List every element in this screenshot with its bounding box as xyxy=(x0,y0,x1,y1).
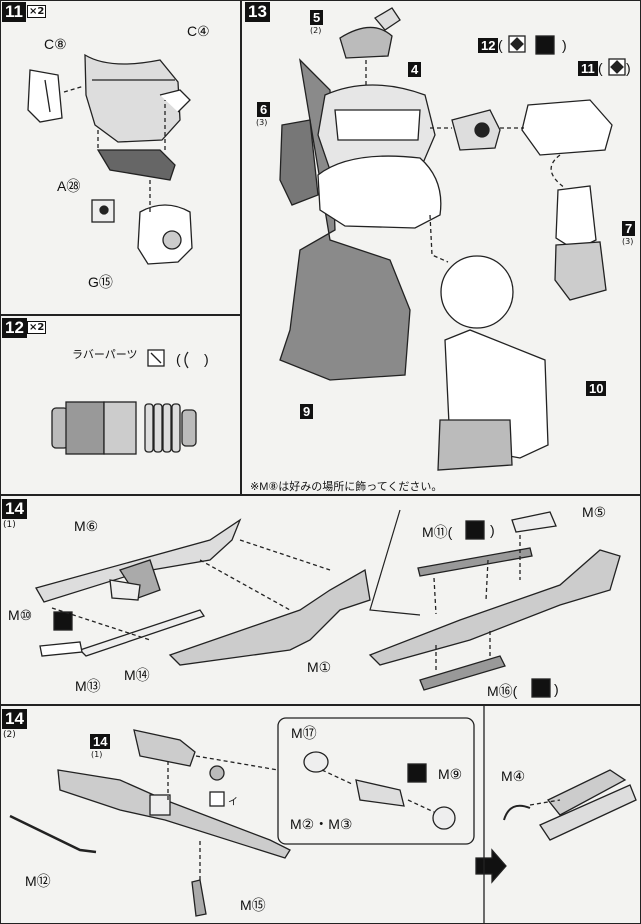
cable-m12 xyxy=(9,814,97,854)
step-12-multiplier: ×2 xyxy=(27,321,47,334)
rifle-lower-drawing xyxy=(168,568,371,666)
step-number-13: 13 xyxy=(245,2,270,22)
scope-detail-drawing xyxy=(546,769,627,816)
warning-icon-m11 xyxy=(465,520,485,540)
file-tool-icon xyxy=(184,351,189,369)
part-m16-drawing xyxy=(419,655,506,691)
label-m10: M⑩ xyxy=(8,607,33,623)
ref-14-inner: 14 xyxy=(90,734,111,749)
label-m2-m3: M②・M③ xyxy=(290,816,353,832)
part-m5-drawing xyxy=(511,511,557,533)
ref-5-sub: (2) xyxy=(310,26,322,35)
rifle-upper-drawing xyxy=(35,518,242,603)
warning-icon-12 xyxy=(535,35,555,55)
ref-12-close: ) xyxy=(562,37,567,53)
rifle-full-drawing xyxy=(57,769,291,859)
ref-11: 11 xyxy=(578,61,598,76)
label-a28: A㉘ xyxy=(57,178,81,194)
part-c4-drawing xyxy=(84,53,181,143)
label-m11-close: ) xyxy=(490,522,495,538)
seal-dot xyxy=(209,765,225,781)
label-c4: C④ xyxy=(187,23,210,39)
part-m17 xyxy=(303,751,329,773)
part-m15 xyxy=(191,879,207,917)
sphere-head-drawing xyxy=(440,255,514,329)
step-number-14-2: 14 xyxy=(2,709,27,729)
ref-14-inner-sub: (1) xyxy=(91,750,103,759)
scope-drawing xyxy=(133,729,196,767)
step-11-multiplier: ×2 xyxy=(27,5,47,18)
warning-icon-m16 xyxy=(531,678,551,698)
ref-11-paren: ( xyxy=(598,60,603,76)
panel-step-11 xyxy=(0,0,241,315)
label-m13: M⑬ xyxy=(75,678,101,694)
part-a28-drawing xyxy=(96,149,176,181)
display-note: ※M⑧は好みの場所に飾ってください。 xyxy=(250,481,443,493)
ref-4: 4 xyxy=(408,62,422,77)
rubber-part-right xyxy=(144,403,181,453)
label-g15: G⑮ xyxy=(88,274,113,290)
ref-9: 9 xyxy=(300,404,314,419)
paren-close: ) xyxy=(204,351,209,367)
warning-icon-m10 xyxy=(53,611,73,631)
step-14-2-sub: (2) xyxy=(3,730,16,740)
barrel-m14 xyxy=(78,609,206,657)
label-m12: M⑫ xyxy=(25,873,51,889)
part-11-drawing xyxy=(521,99,613,156)
ref-12: 12 xyxy=(478,38,499,53)
file-icon-i xyxy=(209,791,225,807)
label-m11: M⑪( xyxy=(422,524,453,540)
next-arrow-icon xyxy=(475,848,507,884)
step-number-11: 11 xyxy=(2,2,26,22)
ref-5: 5 xyxy=(310,10,324,25)
ref-12-paren: ( xyxy=(498,37,503,53)
ref-11-close: ) xyxy=(626,60,631,76)
part-m11-drawing xyxy=(417,547,533,577)
panel-step-12 xyxy=(0,315,241,495)
label-m15: M⑮ xyxy=(240,897,266,913)
label-m14: M⑭ xyxy=(124,667,150,683)
label-m16: M⑯( xyxy=(487,683,518,699)
part-m9 xyxy=(432,806,456,830)
muzzle-m13 xyxy=(39,641,83,657)
ref-6: 6 xyxy=(257,102,271,117)
label-c8: C⑧ xyxy=(44,36,67,52)
step-number-12: 12 xyxy=(2,318,27,338)
ref-7-sub: (3) xyxy=(622,237,634,246)
paren-open: ( xyxy=(176,351,181,367)
label-i: イ xyxy=(228,797,238,808)
label-m17: M⑰ xyxy=(291,725,317,741)
part-5-drawing xyxy=(339,26,393,59)
warning-icon-inset xyxy=(407,763,427,783)
label-m6: M⑥ xyxy=(74,518,99,534)
label-m16-close: ) xyxy=(554,681,559,697)
ref-6-sub: (3) xyxy=(256,118,268,127)
step-number-14-1: 14 xyxy=(2,499,27,519)
rifle-assembled-drawing xyxy=(368,549,621,666)
label-m9: M⑨ xyxy=(438,766,463,782)
torso-drawing xyxy=(317,155,442,229)
label-m5: M⑤ xyxy=(582,504,607,520)
part-m2-m3 xyxy=(355,779,405,807)
ref-7: 7 xyxy=(622,221,636,236)
inset-detail-box xyxy=(277,717,475,845)
ref-10: 10 xyxy=(586,381,607,396)
rubber-parts-label: ラバーパーツ xyxy=(72,349,138,361)
step-14-1-sub: (1) xyxy=(3,520,16,530)
label-m4: M④ xyxy=(501,768,526,784)
label-m1: M① xyxy=(307,659,332,675)
part-c8-drawing xyxy=(27,69,63,123)
